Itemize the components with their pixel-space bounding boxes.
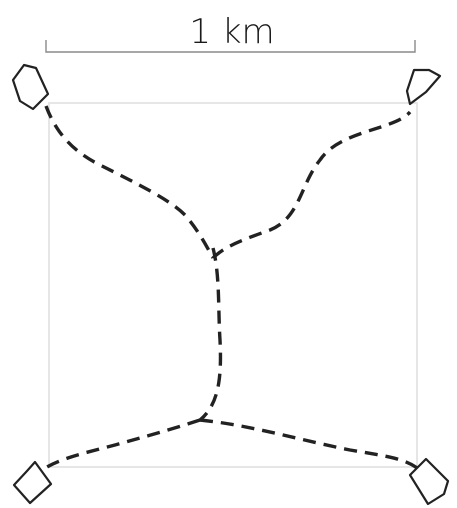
scale-bar: 1 km	[45, 12, 416, 53]
houses	[11, 63, 450, 506]
road-network	[41, 105, 422, 472]
house-top-left-icon	[11, 63, 50, 111]
road-trunk	[198, 247, 223, 422]
square-frame	[48, 102, 418, 468]
road-bottom-right	[199, 418, 422, 472]
house-bottom-left-icon	[12, 460, 53, 505]
road-top-right	[211, 110, 412, 260]
road-bottom-left	[41, 418, 201, 472]
scale-bar-label: 1 km	[189, 12, 274, 52]
scale-bar-line	[45, 40, 416, 53]
house-bottom-right-icon	[408, 457, 450, 506]
house-top-right-icon	[405, 68, 442, 106]
road-top-left	[44, 105, 215, 259]
